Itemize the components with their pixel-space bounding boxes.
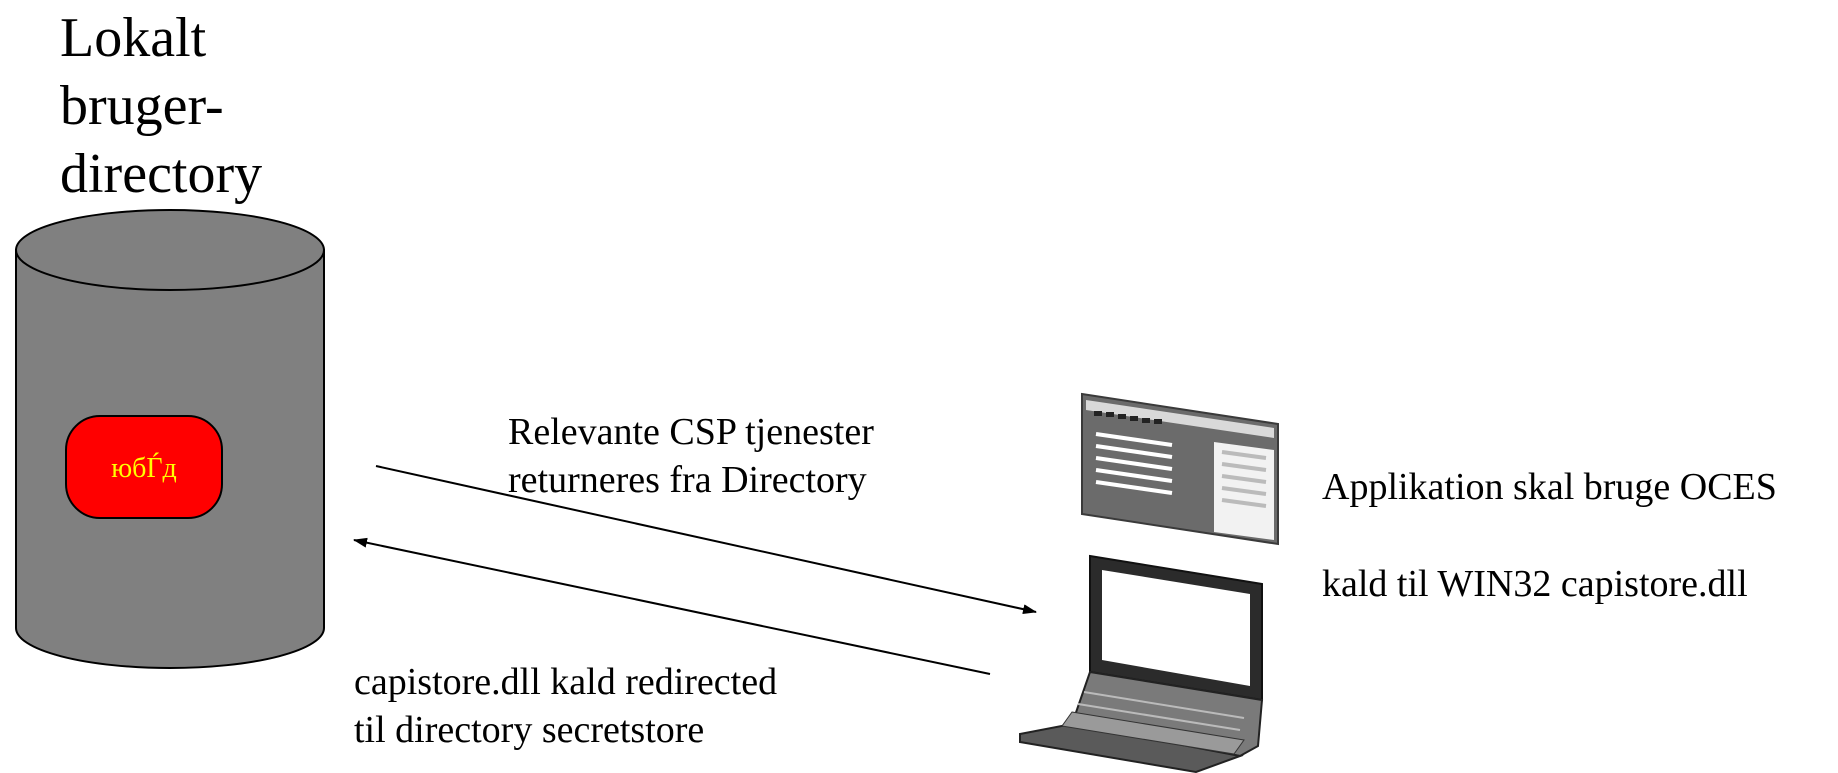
- arrow-client-to-directory: [353, 537, 991, 675]
- directory-title-line-1: Lokalt: [60, 7, 207, 69]
- directory-badge-label: юбЃд: [111, 453, 177, 484]
- directory-title-line-3: directory: [60, 143, 263, 205]
- laptop-icon: [1019, 554, 1264, 773]
- client-label-capistore: kald til WIN32 capistore.dll: [1322, 563, 1748, 605]
- directory-badge: юбЃд: [65, 415, 223, 519]
- arrow-label-csp-services: Relevante CSP tjenester returneres fra D…: [508, 408, 874, 504]
- directory-title: Lokalt bruger- directory: [60, 4, 262, 208]
- arrow-label-csp-line-1: Relevante CSP tjenester: [508, 411, 874, 453]
- arrow-label-csp-line-2: returneres fra Directory: [508, 459, 867, 501]
- arrow-directory-to-client: [375, 465, 1037, 615]
- directory-title-line-2: bruger-: [60, 75, 224, 137]
- arrow-label-capistore-redirect: capistore.dll kald redirected til direct…: [354, 658, 777, 754]
- application-window-icon: [1081, 392, 1279, 546]
- arrow-label-capistore-line-2: til directory secretstore: [354, 709, 705, 751]
- client-label-oces: Applikation skal bruge OCES: [1322, 466, 1777, 508]
- arrow-label-capistore-line-1: capistore.dll kald redirected: [354, 661, 778, 703]
